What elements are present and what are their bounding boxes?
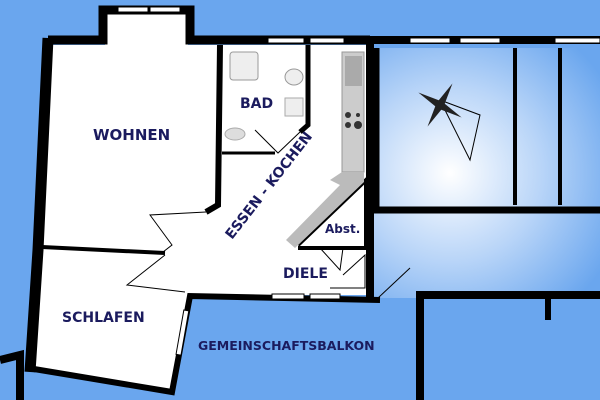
room-label-schlafen: SCHLAFEN bbox=[62, 310, 145, 326]
door-swing bbox=[330, 253, 366, 289]
window bbox=[117, 6, 149, 13]
room-label-abstellraum: Abst. bbox=[325, 222, 360, 236]
window bbox=[459, 37, 501, 44]
window bbox=[149, 6, 181, 13]
door-swing bbox=[319, 247, 344, 272]
neighbor-wall bbox=[372, 48, 600, 214]
toilet-icon bbox=[224, 127, 246, 141]
door-swing bbox=[377, 267, 411, 299]
neighbor-light-area bbox=[372, 48, 600, 298]
door-swing bbox=[125, 254, 186, 293]
window bbox=[309, 37, 345, 44]
room-label-wohnen: WOHNEN bbox=[93, 126, 170, 144]
toilet-icon bbox=[284, 97, 304, 117]
window bbox=[309, 293, 341, 300]
room-label-balkon: GEMEINSCHAFTSBALKON bbox=[198, 338, 375, 353]
stove-icon bbox=[345, 112, 362, 129]
window bbox=[175, 309, 190, 356]
compass-rose-icon bbox=[418, 83, 462, 127]
bathtub-icon bbox=[229, 51, 259, 81]
room-label-bad: BAD bbox=[240, 96, 273, 112]
window bbox=[267, 37, 305, 44]
interior-wall bbox=[204, 44, 223, 215]
interior-wall bbox=[298, 45, 311, 134]
door-swing bbox=[439, 99, 481, 162]
door-swing bbox=[149, 211, 207, 253]
sink-icon bbox=[284, 68, 304, 86]
door-swing bbox=[254, 129, 301, 154]
sink-icon bbox=[345, 56, 362, 86]
window bbox=[554, 37, 600, 44]
neighbor-wall bbox=[416, 291, 600, 400]
outer-wall-left bbox=[24, 37, 54, 373]
neighbor-wall bbox=[0, 349, 24, 400]
interior-wall bbox=[41, 245, 166, 255]
window bbox=[409, 37, 451, 44]
kitchen-counter bbox=[286, 172, 364, 248]
window bbox=[271, 293, 305, 300]
room-label-diele: DIELE bbox=[283, 266, 328, 282]
